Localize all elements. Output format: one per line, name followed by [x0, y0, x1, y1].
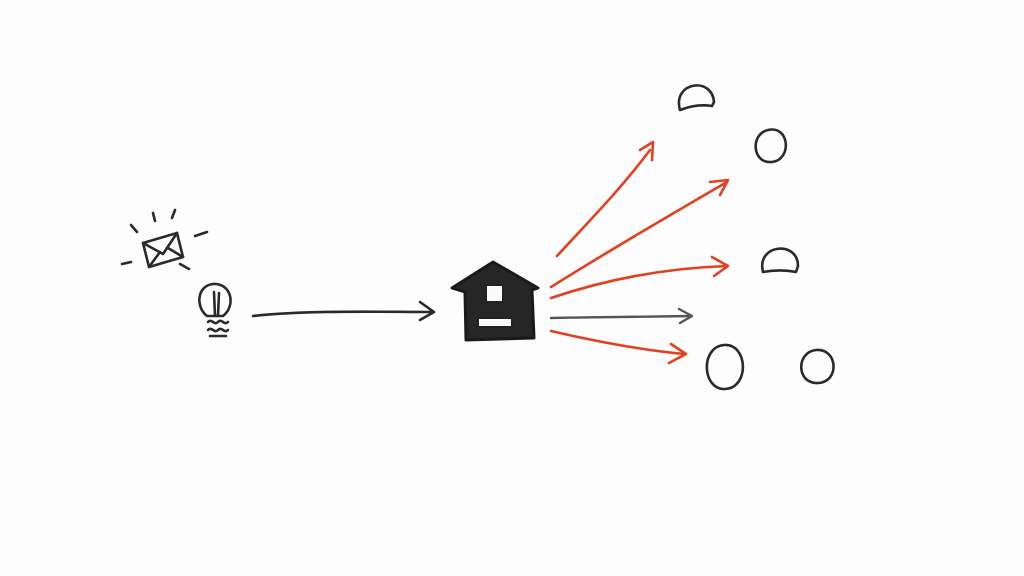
arrow-red-2	[549, 178, 730, 289]
person-head-icon	[677, 84, 835, 391]
arrow-to-hub	[251, 300, 436, 322]
arrow-red-1	[555, 140, 655, 258]
house-icon	[450, 260, 540, 342]
arrow-red-4	[549, 329, 688, 365]
envelope-icon	[120, 208, 209, 271]
arrow-gray	[549, 307, 694, 325]
arrow-red-3	[549, 255, 730, 300]
lightbulb-icon	[198, 282, 232, 338]
